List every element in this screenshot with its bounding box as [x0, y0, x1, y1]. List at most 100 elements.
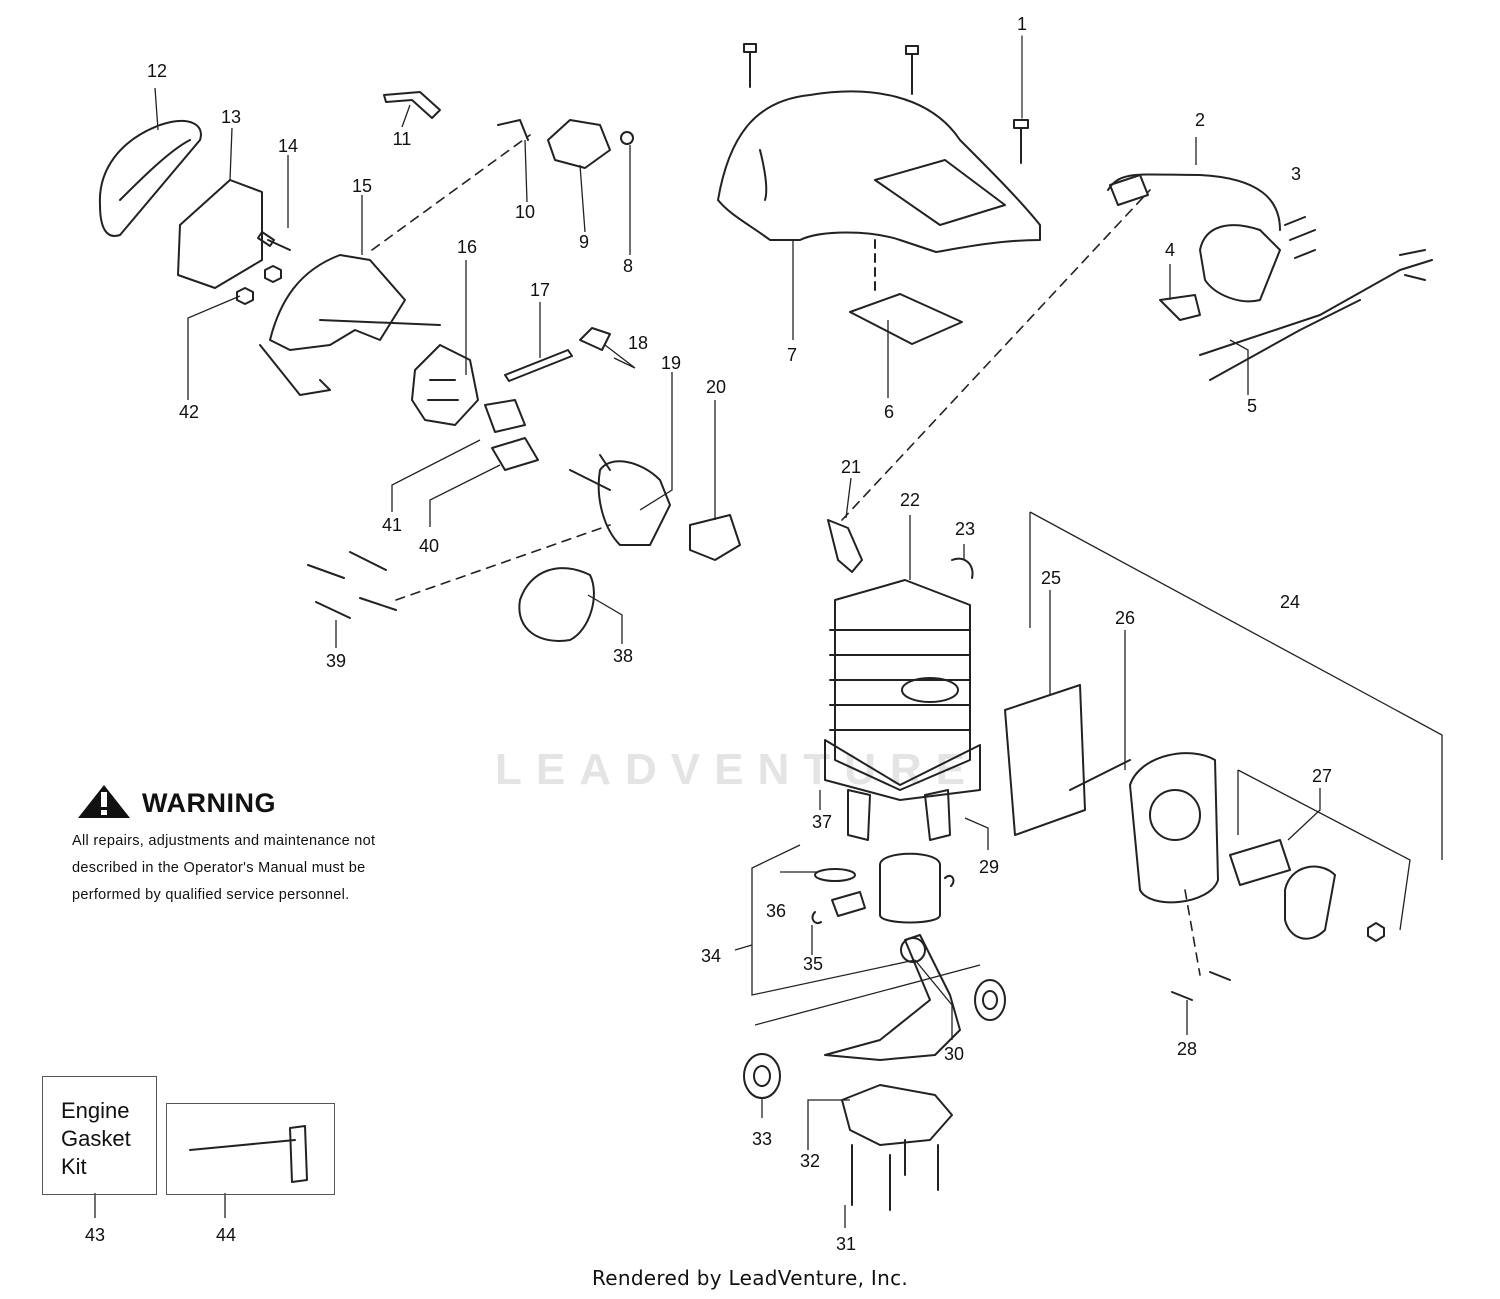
port-cover: [924, 789, 951, 841]
kit-line-1: Engine: [61, 1098, 130, 1123]
callout-37: 37: [811, 812, 833, 832]
muffler-cap: [1284, 865, 1336, 940]
washer: [620, 131, 634, 145]
air-filter: [177, 179, 263, 289]
callout-5: 5: [1246, 396, 1258, 416]
ignition-coil: [1199, 216, 1316, 303]
callout-25: 25: [1040, 568, 1062, 588]
callout-43: 43: [84, 1225, 106, 1245]
bracket: [1159, 294, 1201, 321]
nut: [1367, 922, 1385, 942]
crankcase: [841, 1084, 953, 1146]
callout-34: 34: [700, 946, 722, 966]
intake-boot: [484, 399, 526, 433]
callout-26: 26: [1114, 608, 1136, 628]
top-cover: [717, 90, 1041, 291]
throttle-link: [383, 91, 441, 119]
cover-pad: [849, 293, 963, 345]
gasket: [689, 514, 741, 561]
screw: [257, 231, 291, 251]
callout-22: 22: [899, 490, 921, 510]
callout-29: 29: [978, 857, 1000, 877]
callout-24: 24: [1279, 592, 1301, 612]
bearing: [743, 1053, 781, 1099]
callout-23: 23: [954, 519, 976, 539]
muffler-gasket: [1004, 684, 1086, 836]
callout-19: 19: [660, 353, 682, 373]
callout-12: 12: [146, 61, 168, 81]
warning-icon-spacer: [72, 786, 132, 820]
spark-plug: [827, 519, 863, 573]
warning-triangle-icon: [78, 785, 130, 818]
callout-30: 30: [943, 1044, 965, 1064]
callout-6: 6: [883, 402, 895, 422]
warning-body: All repairs, adjustments and maintenance…: [72, 828, 432, 909]
port-cover: [847, 789, 871, 841]
carb-gasket: [491, 437, 539, 471]
callout-2: 2: [1194, 110, 1206, 130]
warning-notice: WARNING All repairs, adjustments and mai…: [72, 786, 432, 909]
callout-17: 17: [529, 280, 551, 300]
callout-36: 36: [765, 901, 787, 921]
warning-line-1: All repairs, adjustments and maintenance…: [72, 833, 376, 849]
circlip: [811, 874, 955, 924]
leader-lines: [94, 87, 1443, 1228]
callout-14: 14: [277, 136, 299, 156]
callout-9: 9: [578, 232, 590, 252]
callout-28: 28: [1176, 1039, 1198, 1059]
piston: [879, 852, 941, 924]
callout-33: 33: [751, 1129, 773, 1149]
warning-line-2: described in the Operator's Manual must …: [72, 860, 366, 876]
callout-27: 27: [1311, 766, 1333, 786]
piston-ring: [814, 868, 856, 882]
engine-gasket-kit-box: Engine Gasket Kit: [42, 1076, 157, 1195]
kit-line-2: Gasket: [61, 1126, 131, 1151]
kit-line-3: Kit: [61, 1154, 87, 1179]
callout-31: 31: [835, 1234, 857, 1254]
callout-32: 32: [799, 1151, 821, 1171]
warning-title: WARNING: [142, 787, 276, 818]
warning-heading: WARNING: [72, 786, 432, 820]
tool-box: [166, 1103, 335, 1195]
callout-39: 39: [325, 651, 347, 671]
pin: [504, 349, 573, 382]
callout-7: 7: [786, 345, 798, 365]
callout-41: 41: [381, 515, 403, 535]
callout-42: 42: [178, 402, 200, 422]
ignition-lead: [1107, 173, 1281, 231]
callout-44: 44: [215, 1225, 237, 1245]
crankshaft: [824, 934, 961, 1061]
kit-label: Engine Gasket Kit: [61, 1097, 131, 1181]
callout-8: 8: [622, 256, 634, 276]
callout-13: 13: [220, 107, 242, 127]
callout-4: 4: [1164, 240, 1176, 260]
connector: [579, 327, 611, 351]
callout-1: 1: [1016, 14, 1028, 34]
crankcase-screws: [851, 1139, 939, 1211]
callout-38: 38: [612, 646, 634, 666]
callout-40: 40: [418, 536, 440, 556]
air-box: [259, 134, 531, 396]
intake-manifold: [569, 454, 671, 546]
choke-rod: [497, 119, 529, 141]
callout-18: 18: [627, 333, 649, 353]
callout-21: 21: [840, 457, 862, 477]
switch: [547, 119, 611, 169]
manifold-screws: [307, 524, 611, 619]
wire-harness: [1199, 249, 1433, 381]
callout-35: 35: [802, 954, 824, 974]
callout-20: 20: [705, 377, 727, 397]
muffler-screws: [1171, 971, 1231, 1001]
callout-16: 16: [456, 237, 478, 257]
air-filter-cover: [98, 120, 202, 237]
cylinder: [824, 579, 981, 801]
callout-15: 15: [351, 176, 373, 196]
spark-arrestor: [1229, 839, 1291, 886]
clip: [951, 557, 974, 579]
warning-line-3: performed by qualified service personnel…: [72, 887, 350, 903]
callout-10: 10: [514, 202, 536, 222]
nut: [236, 265, 282, 305]
callout-11: 11: [392, 129, 412, 149]
bearing: [974, 979, 1006, 1021]
